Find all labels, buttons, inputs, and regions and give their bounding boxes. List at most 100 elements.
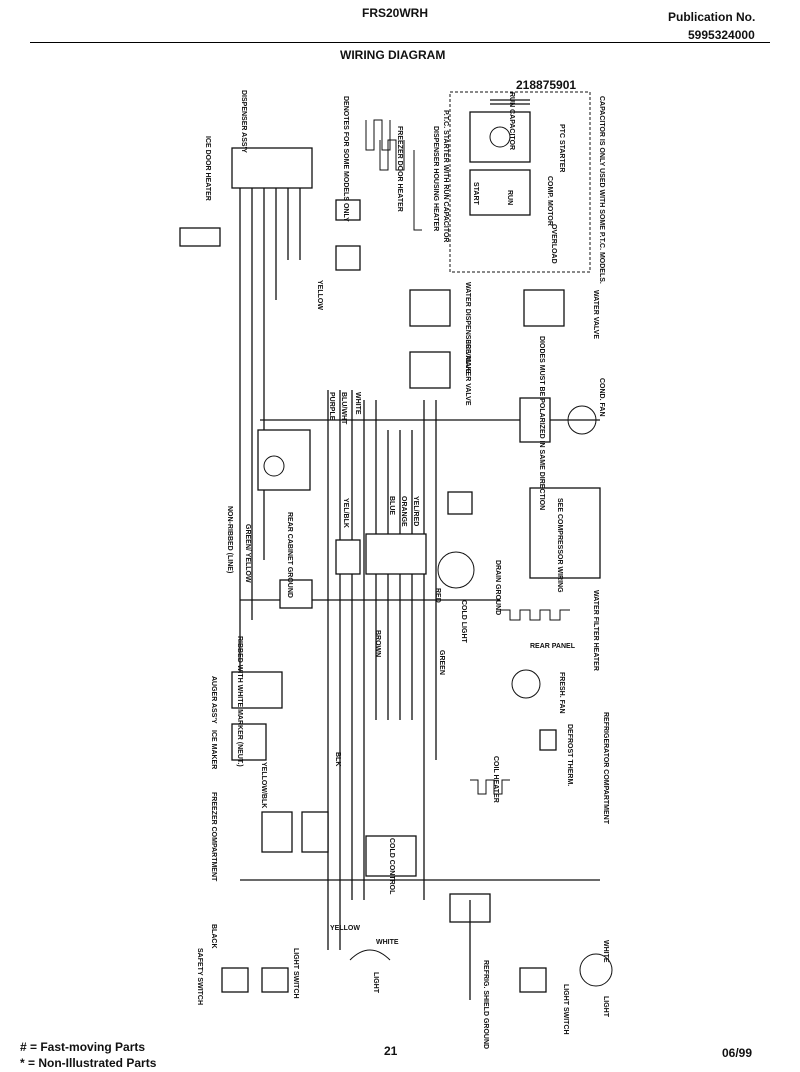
- compressor-motor-unit: [469, 169, 531, 216]
- light-right-icon: [579, 953, 613, 987]
- ptc-starter-note: P.T.C. STARTER WITH RUN CAPACITOR: [442, 110, 449, 242]
- light-left-label: LIGHT: [372, 972, 379, 994]
- light-switch-box-right: [519, 967, 547, 993]
- legend-non-illustrated: * = Non-Illustrated Parts: [20, 1056, 157, 1070]
- dispenser-assy-box: [231, 147, 313, 189]
- ice-door-heater-label: ICE DOOR HEATER: [204, 136, 211, 201]
- light-switch-box-left: [261, 967, 289, 993]
- wire-green-label: GREEN: [438, 650, 445, 675]
- ptc-thermistor-icon: [489, 126, 511, 148]
- wire-white-label-bottom: WHITE: [376, 939, 399, 946]
- light-switch-left-label: LIGHT SWITCH: [292, 948, 299, 999]
- ice-maker-valve-box: [409, 351, 451, 389]
- dispenser-leads: [239, 188, 301, 700]
- dispenser-assy-label: DISPENSER ASS'Y: [240, 90, 247, 153]
- cold-control-box: [365, 835, 417, 877]
- wire-blue-label: BLUE: [388, 496, 395, 515]
- auger-assy-box: [231, 671, 283, 709]
- freezer-compartment-label: FREEZER COMPARTMENT: [210, 792, 217, 882]
- wire-yel-red-label: YEL/RED: [412, 496, 419, 526]
- cond-fan-icon: [567, 405, 597, 435]
- comp-motor-label: COMP. MOTOR: [546, 176, 553, 226]
- terminal-block-1: [335, 539, 361, 575]
- ptc-starter-label: PTC STARTER: [558, 124, 565, 172]
- terminal-block-2: [365, 533, 427, 575]
- drain-heater-coil: [437, 551, 475, 589]
- date: 06/99: [722, 1046, 753, 1060]
- light-left-icon: [349, 949, 391, 961]
- legend-fast-moving: # = Fast-moving Parts: [20, 1040, 146, 1054]
- wire-brown-label: BROWN: [374, 630, 381, 657]
- defrost-therm-label: DEFROST THERM.: [566, 724, 573, 786]
- line-connector: [279, 579, 313, 609]
- water-dispenser-valve-label: WATER DISPENSER VALVE: [464, 282, 471, 374]
- wire-black-label: BLACK: [210, 924, 217, 949]
- defrost-thermostat: [539, 729, 557, 751]
- drain-ground-label: DRAIN GROUND: [494, 560, 501, 615]
- defrost-timer-box: [257, 429, 311, 491]
- ice-maker-box: [231, 723, 267, 761]
- header-rule: [30, 42, 770, 43]
- switch-1: [335, 199, 361, 221]
- rear-panel-label: REAR PANEL: [530, 643, 576, 650]
- cond-fan-label: COND. FAN: [598, 378, 605, 417]
- compressor-wiring-box: [529, 487, 601, 579]
- ice-maker-label: ICE MAKER: [210, 730, 217, 769]
- coil-heater-icon: [470, 779, 510, 795]
- cold-light-label: COLD LIGHT: [460, 600, 467, 643]
- cold-control-label: COLD CONTROL: [388, 838, 395, 895]
- model-number: FRS20WRH: [362, 6, 429, 20]
- light-switch-right-label: LIGHT SWITCH: [562, 984, 569, 1035]
- cond-fan-connector: [519, 397, 551, 443]
- freezer-switch-2: [301, 811, 329, 853]
- diodes-note: DIODES MUST BE POLARIZED IN SAME DIRECTI…: [538, 336, 545, 510]
- water-valve-label: WATER VALVE: [592, 290, 599, 339]
- freezer-door-heater-label: FREEZER DOOR HEATER: [396, 126, 403, 212]
- overload-label: OVERLOAD: [550, 224, 557, 264]
- ptc-starter-box: [449, 91, 591, 273]
- wire-blk-label: BLK: [334, 752, 341, 766]
- green-yellow-label: GREEN/ YELLOW: [244, 524, 251, 583]
- ptc-starter-unit: [469, 111, 531, 163]
- run-capacitor-label: RUN CAPACITOR: [508, 92, 515, 150]
- cold-light-switch: [447, 491, 473, 515]
- switch-2: [335, 245, 361, 271]
- water-valve-box: [523, 289, 565, 327]
- wire-yellow-label-bottom: YELLOW: [330, 925, 360, 932]
- dispenser-housing-heater-label: DISPENSER HOUSING HEATER: [432, 126, 439, 231]
- wire-yellow-label: YELLOW: [316, 280, 323, 310]
- publication-label: Publication No.: [668, 10, 756, 24]
- coil-heater-label: COIL HEATER: [492, 756, 499, 803]
- denotes-some-models-label: DENOTES FOR SOME MODELS ONLY: [342, 96, 349, 222]
- wire-orange-label: ORANGE: [400, 496, 407, 527]
- dispenser-housing-heater-lead: [413, 150, 422, 231]
- wire-blu-wht-label: BLU/WHT: [340, 392, 347, 425]
- non-ribbed-label: NON-RIBBED (LINE): [226, 506, 233, 573]
- refrigerator-compartment-label: REFRIGERATOR COMPARTMENT: [602, 712, 609, 825]
- water-dispenser-valve-box: [409, 289, 451, 327]
- fresh-fan-label: FRESH. FAN: [558, 672, 565, 714]
- wire-red-label: RED: [434, 588, 441, 603]
- ribbed-label: RIBBED WITH WHITE MARKER (NEUT.): [236, 636, 243, 767]
- ice-door-heater-connector: [179, 227, 221, 247]
- freezer-door-heater-coil: [379, 139, 405, 171]
- safety-switch-box: [221, 967, 249, 993]
- safety-switch-label: SAFETY SWITCH: [196, 948, 203, 1005]
- timer-motor-icon: [263, 455, 285, 477]
- run-label: RUN: [506, 190, 513, 205]
- capacitor-note: CAPACITOR IS ONLY USED WITH SOME P.T.C. …: [598, 96, 605, 284]
- auger-assy-label: AUGER ASS'Y: [210, 676, 217, 724]
- freezer-switch-1: [261, 811, 293, 853]
- wire-yel-blk-label: YEL/BLK: [342, 498, 349, 528]
- rear-cabinet-ground-label: REAR CABINET GROUND: [286, 512, 293, 598]
- water-filter-heater-label: WATER FILTER HEATER: [592, 590, 599, 671]
- part-number: 218875901: [516, 78, 577, 92]
- fresh-fan-icon: [511, 669, 541, 699]
- start-label: START: [472, 182, 479, 206]
- wire-white-label-right: WHITE: [602, 940, 609, 963]
- wire-yellow-blk-label: YELLOW/BLK: [260, 762, 267, 808]
- denoted-heater-coil: [365, 119, 391, 151]
- refrig-shield-ground-label: REFRIG. SHIELD GROUND: [482, 960, 489, 1049]
- light-right-label: LIGHT: [602, 996, 609, 1018]
